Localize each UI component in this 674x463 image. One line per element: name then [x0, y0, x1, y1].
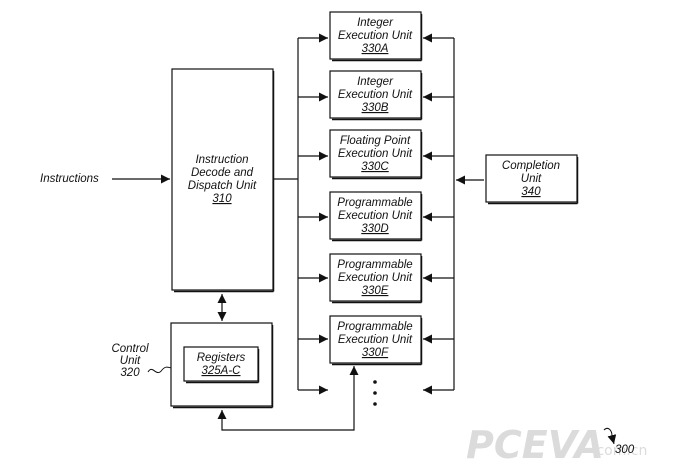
execution-unit-ref: 330B: [362, 102, 389, 114]
execution-unit-ref: 330D: [361, 223, 389, 235]
execution-unit-ref: 330C: [361, 161, 389, 173]
execution-unit-330c: Floating Point Execution Unit 330C: [329, 129, 423, 180]
watermark: PCEVA .com.cn: [466, 423, 647, 463]
watermark-suffix: .com.cn: [592, 443, 647, 459]
execution-unit-ref: 330E: [362, 285, 389, 297]
execution-unit-330f: Programmable Execution Unit 330F: [329, 315, 423, 366]
control-unit-label-2: Unit: [120, 355, 141, 367]
decode-unit-label-2: Decode and: [191, 167, 254, 179]
control-unit-label-1: Control: [111, 343, 149, 355]
dispatch-bus: [274, 33, 328, 395]
execution-unit-label-2: Execution Unit: [338, 272, 413, 284]
registers-ref: 325A-C: [202, 365, 242, 377]
decode-unit-ref: 310: [212, 193, 232, 205]
execution-unit-330b: Integer Execution Unit 330B: [329, 70, 423, 121]
decode-dispatch-unit: Instruction Decode and Dispatch Unit 310: [171, 68, 275, 293]
instructions-label: Instructions: [40, 173, 99, 185]
execution-unit-label-1: Programmable: [337, 197, 412, 209]
control-unit-ref: 320: [120, 367, 140, 379]
registers-label: Registers: [197, 352, 246, 364]
execution-unit-330d: Programmable Execution Unit 330D: [329, 191, 423, 242]
registers-box: Registers 325A-C: [183, 346, 260, 384]
execution-unit-label-1: Programmable: [337, 259, 412, 271]
completion-unit-label-1: Completion: [502, 160, 560, 172]
decode-unit-label-1: Instruction: [195, 154, 248, 166]
decode-unit-label-3: Dispatch Unit: [188, 180, 257, 192]
execution-unit-label-1: Integer: [357, 76, 394, 88]
more-units-ellipsis: [373, 380, 377, 406]
figure-ref: 300: [615, 444, 635, 456]
completion-unit-label-2: Unit: [521, 173, 542, 185]
completion-bus: [423, 33, 484, 395]
execution-unit-330e: Programmable Execution Unit 330E: [329, 253, 423, 304]
execution-unit-ref: 330A: [362, 43, 389, 55]
watermark-main: PCEVA: [466, 423, 604, 463]
execution-unit-label-1: Floating Point: [340, 135, 411, 147]
execution-unit-ref: 330F: [362, 347, 389, 359]
figure-ref-arrow: [603, 427, 617, 445]
completion-unit: Completion Unit 340: [485, 154, 579, 205]
execution-unit-label-2: Execution Unit: [338, 30, 413, 42]
execution-unit-label-2: Execution Unit: [338, 89, 413, 101]
control-unit-leader: [147, 366, 173, 374]
execution-unit-label-2: Execution Unit: [338, 210, 413, 222]
execution-unit-330a: Integer Execution Unit 330A: [329, 11, 423, 62]
execution-unit-label-1: Integer: [357, 17, 394, 29]
execution-unit-label-1: Programmable: [337, 321, 412, 333]
execution-unit-label-2: Execution Unit: [338, 148, 413, 160]
execution-unit-label-2: Execution Unit: [338, 334, 413, 346]
completion-unit-ref: 340: [521, 186, 541, 198]
control-to-programmable-arrow: [217, 366, 359, 431]
